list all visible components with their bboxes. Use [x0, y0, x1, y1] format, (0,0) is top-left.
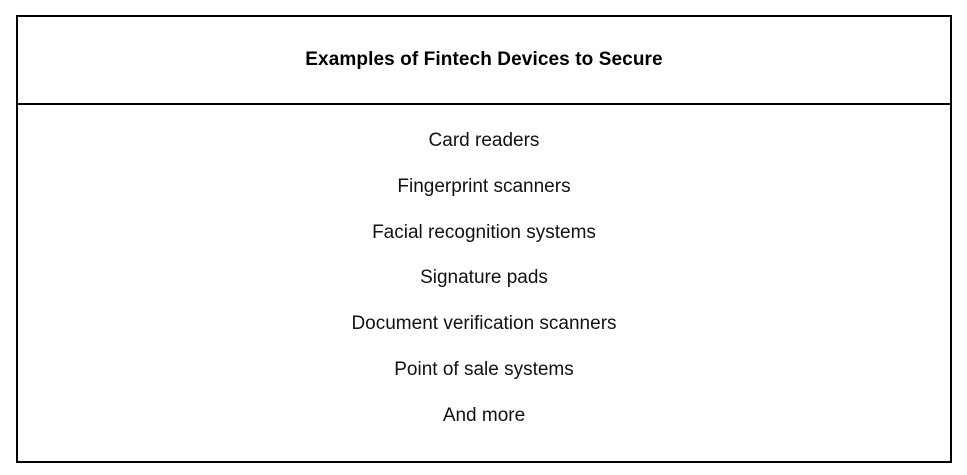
list-item: Facial recognition systems	[372, 221, 596, 243]
table-body-row: Card readers Fingerprint scanners Facial…	[18, 105, 950, 461]
list-item: Document verification scanners	[351, 313, 617, 335]
list-item: Card readers	[428, 130, 540, 151]
list-item: And more	[442, 404, 526, 426]
table-header-row: Examples of Fintech Devices to Secure	[18, 17, 950, 105]
table-title: Examples of Fintech Devices to Secure	[305, 48, 663, 70]
list-item: Signature pads	[420, 267, 548, 289]
list-item: Fingerprint scanners	[397, 175, 571, 197]
list-item: Point of sale systems	[394, 358, 574, 380]
fintech-devices-table: Examples of Fintech Devices to Secure Ca…	[16, 15, 952, 463]
